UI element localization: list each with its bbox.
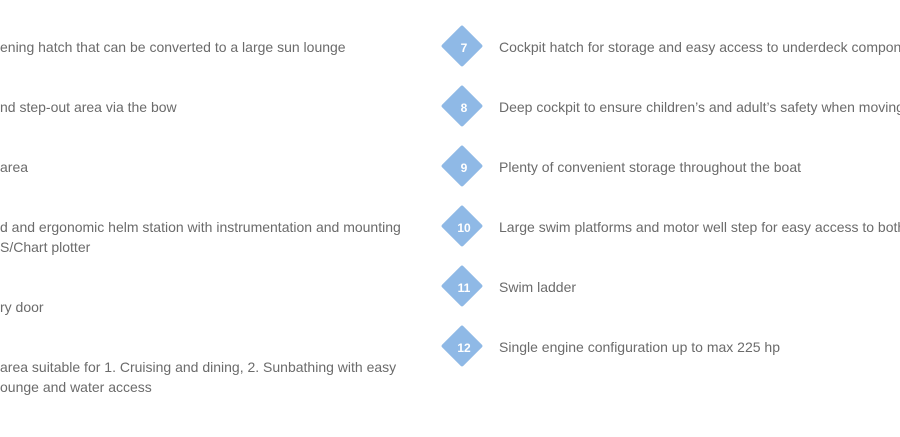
- feature-text-line: d and ergonomic helm station with instru…: [0, 219, 401, 235]
- feature-text: Deep cockpit to ensure children’s and ad…: [499, 99, 900, 115]
- feature-text-line: area suitable for 1. Cruising and dining…: [0, 359, 397, 375]
- feature-text: Large swim platforms and motor well step…: [499, 219, 900, 235]
- feature-number: 10: [457, 221, 471, 235]
- feature-text: Single engine configuration up to max 22…: [499, 339, 780, 355]
- feature-text: nd step-out area via the bow: [0, 97, 177, 117]
- feature-text: area: [0, 157, 28, 177]
- feature-number: 11: [457, 281, 471, 295]
- feature-text-line: ounge and water access: [0, 379, 152, 395]
- feature-text-line: S/Chart plotter: [0, 239, 91, 255]
- feature-number: 12: [457, 341, 471, 355]
- feature-text: Cockpit hatch for storage and easy acces…: [499, 39, 900, 55]
- feature-text: area suitable for 1. Cruising and dining…: [0, 357, 396, 397]
- feature-text: Plenty of convenient storage throughout …: [499, 159, 801, 175]
- feature-text-line: nd step-out area via the bow: [0, 99, 177, 115]
- feature-text-line: area: [0, 159, 29, 175]
- feature-text: Swim ladder: [499, 279, 577, 295]
- feature-number: 7: [460, 41, 468, 55]
- feature-text-line: ry door: [0, 299, 44, 315]
- feature-text: d and ergonomic helm station with instru…: [0, 217, 401, 257]
- feature-text-line: ening hatch that can be converted to a l…: [0, 39, 346, 55]
- feature-text: ening hatch that can be converted to a l…: [0, 37, 346, 57]
- feature-number: 9: [460, 161, 468, 175]
- feature-text: ry door: [0, 297, 44, 317]
- feature-number: 8: [460, 101, 468, 115]
